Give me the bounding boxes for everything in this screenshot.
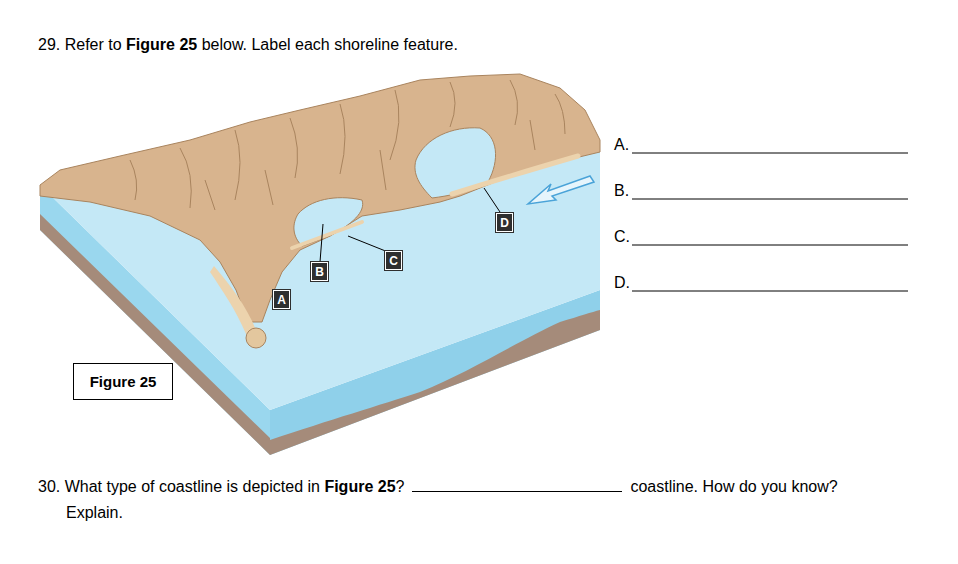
callout-letter: C (385, 251, 402, 270)
answer-lines (632, 153, 908, 291)
leader-line (484, 188, 500, 212)
figure-reference: Figure 25 (126, 36, 197, 53)
callout-letter: B (311, 262, 328, 281)
question-29: 29. Refer to Figure 25 below. Label each… (38, 32, 918, 58)
answer-letter: C. (614, 228, 630, 246)
figure-reference: Figure 25 (324, 478, 395, 495)
lagoon (294, 198, 363, 246)
answer-letter: A. (614, 136, 629, 154)
tombolo (210, 266, 256, 334)
callout-letter-text: D (500, 216, 509, 230)
bay (415, 128, 496, 198)
island (246, 328, 266, 348)
callout-letter-text: B (315, 265, 324, 279)
answer-letter: D. (614, 274, 630, 292)
callout-letter-text: A (277, 293, 286, 307)
question-text: 29. Refer to (38, 36, 122, 53)
callout-letter: D (496, 213, 513, 232)
question-text: below. Label each shoreline feature. (202, 36, 458, 53)
land (40, 74, 600, 322)
callout-letter: A (273, 290, 290, 309)
callout-letter-text: C (389, 254, 398, 268)
question-text: 30. What type of coastline is depicted i… (38, 478, 320, 495)
leader-line (320, 224, 323, 262)
question-text: ? (396, 478, 405, 495)
question-30: 30. What type of coastline is depicted i… (38, 474, 898, 526)
figure-label: Figure 25 (90, 373, 157, 390)
leader-line (348, 236, 388, 252)
drift-arrow (528, 176, 594, 204)
figure-caption-box: Figure 25 (73, 363, 173, 400)
answer-blank (412, 475, 622, 492)
baymouth-bar (292, 222, 362, 248)
hill-texture (130, 80, 565, 210)
answer-letter: B. (614, 182, 629, 200)
